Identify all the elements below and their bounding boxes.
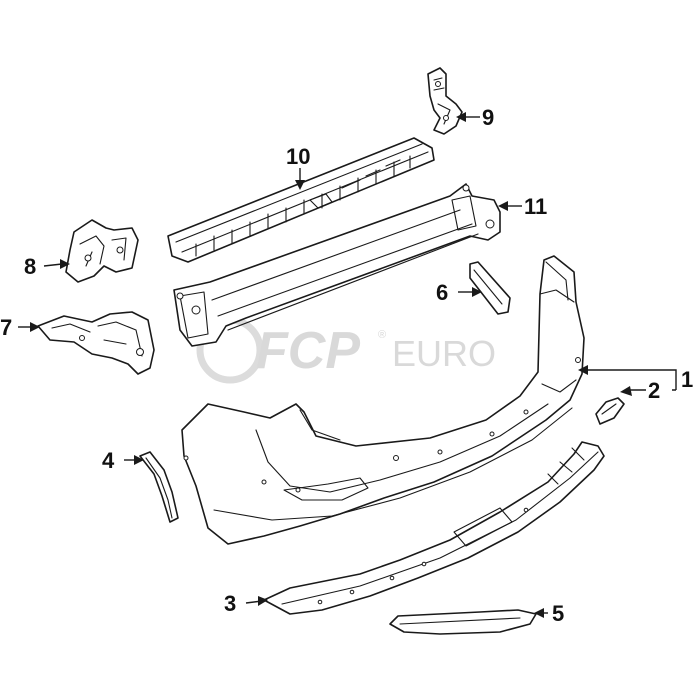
callout-1: 1 — [681, 367, 693, 392]
callout-6: 6 — [436, 280, 448, 305]
part-10-absorber — [167, 137, 435, 263]
part-3-diffuser — [263, 441, 605, 615]
callout-2: 2 — [648, 378, 660, 403]
part-6-reflector — [469, 261, 511, 315]
watermark-euro: EURO — [392, 333, 496, 374]
callout-4: 4 — [102, 448, 115, 473]
part-7-side-bracket — [37, 311, 155, 375]
watermark: FCP ® EURO — [196, 316, 496, 384]
leader-lines — [18, 112, 677, 618]
callouts: 1 2 3 4 5 6 7 8 9 10 11 — [0, 105, 693, 626]
part-4-arch-trim — [139, 451, 179, 523]
part-5-trim-strip — [389, 609, 537, 635]
callout-11: 11 — [524, 194, 547, 219]
callout-10: 10 — [286, 144, 310, 169]
callout-7: 7 — [0, 315, 12, 340]
callout-9: 9 — [482, 105, 494, 130]
part-11-beam — [173, 183, 501, 347]
callout-8: 8 — [24, 254, 36, 279]
callout-5: 5 — [552, 601, 564, 626]
part-9-bracket — [427, 67, 463, 135]
watermark-fcp: FCP — [256, 322, 360, 380]
callout-3: 3 — [224, 591, 236, 616]
part-1-bumper-cover — [181, 255, 585, 545]
part-8-side-bracket — [65, 219, 139, 283]
part-2-tow-cover — [595, 397, 625, 425]
watermark-registered: ® — [378, 329, 386, 341]
